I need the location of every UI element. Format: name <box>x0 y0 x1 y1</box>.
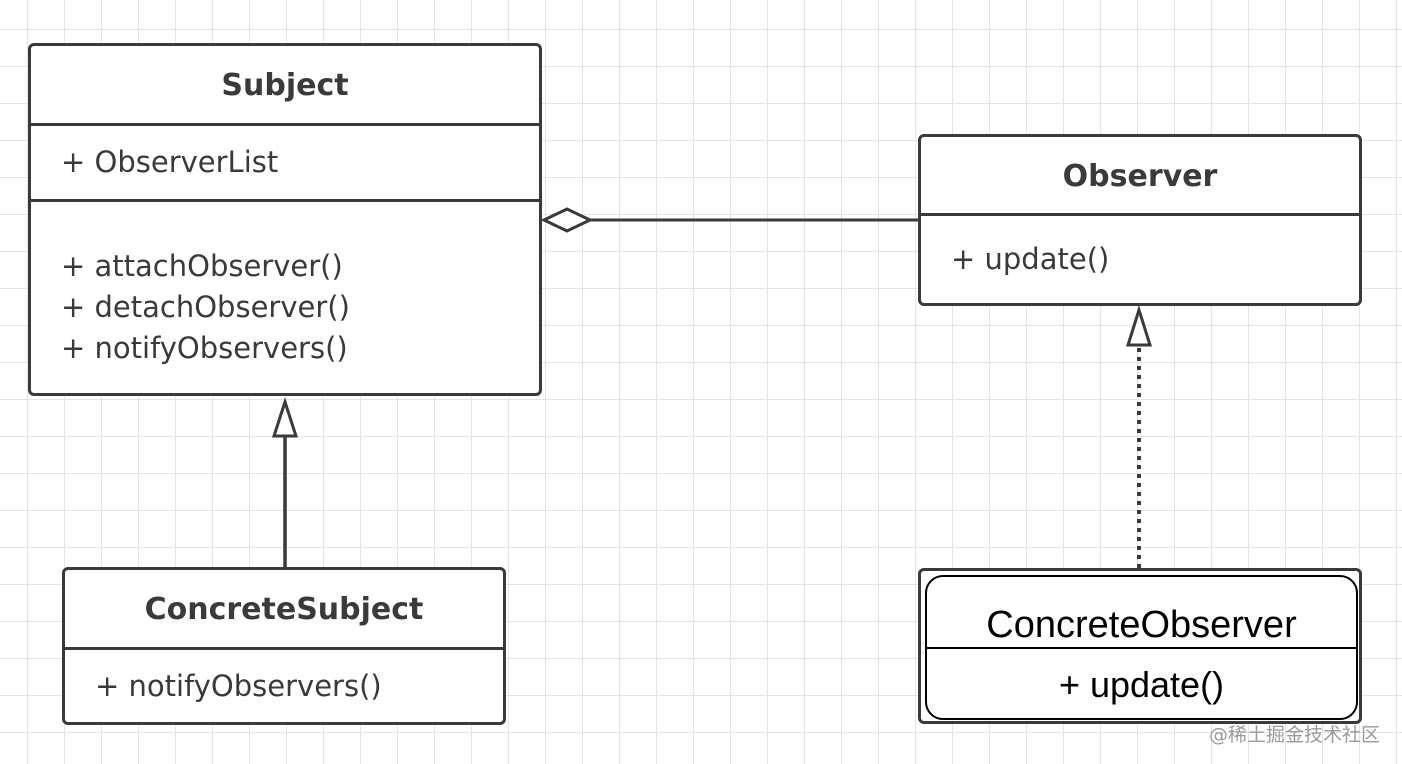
observer-class-box[interactable]: Observer + update() <box>918 134 1362 306</box>
subject-class-name: Subject <box>31 46 539 126</box>
concrete-subject-class-name: ConcreteSubject <box>65 570 503 650</box>
concrete-subject-class-box[interactable]: ConcreteSubject + notifyObservers() <box>62 567 506 725</box>
concrete-observer-class-name: ConcreteObserver <box>927 577 1356 649</box>
subject-attribute-observerlist: + ObserverList <box>61 145 279 179</box>
concrete-subject-op-notify: + notifyObservers() <box>95 669 382 703</box>
realization-arrowhead <box>1125 304 1153 347</box>
subject-operations: + attachObserver() + detachObserver() + … <box>31 202 539 369</box>
observer-op-update: + update() <box>951 242 1110 276</box>
subject-op-detach: + detachObserver() <box>61 290 350 324</box>
generalization-arrowhead <box>271 397 299 438</box>
generalization-connector[interactable] <box>271 397 299 567</box>
observer-class-name: Observer <box>921 137 1359 216</box>
aggregation-diamond <box>540 207 594 233</box>
subject-attributes: + ObserverList <box>31 126 539 202</box>
realization-connector[interactable] <box>1125 304 1153 568</box>
subject-op-notify: + notifyObservers() <box>61 331 348 365</box>
subject-op-attach: + attachObserver() <box>61 249 343 283</box>
concrete-observer-class-box[interactable]: ConcreteObserver + update() <box>925 575 1358 720</box>
concrete-subject-operations: + notifyObservers() <box>65 650 503 707</box>
observer-operations: + update() <box>921 216 1359 280</box>
subject-class-box[interactable]: Subject + ObserverList + attachObserver(… <box>28 43 542 396</box>
aggregation-connector[interactable] <box>540 207 919 233</box>
concrete-observer-op-update: + update() <box>1058 664 1225 705</box>
watermark-text: @稀土掘金技术社区 <box>1208 724 1380 746</box>
